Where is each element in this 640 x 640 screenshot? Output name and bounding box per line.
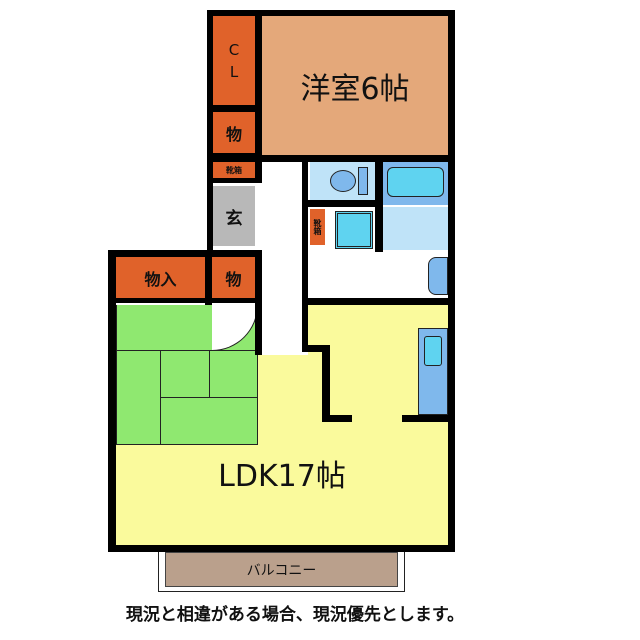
wall [108,250,262,257]
wall [302,345,330,352]
wall [322,345,330,422]
wall [448,10,455,552]
wall [205,250,212,305]
tatami-mat [116,350,161,445]
wall [255,10,262,182]
wall [322,415,352,422]
wall [402,415,448,422]
wall [207,10,455,16]
wall [302,160,308,350]
bathtub-icon [387,167,444,197]
wash-basin-icon [428,257,448,295]
tatami-mat [160,397,258,445]
wall [302,298,455,305]
hallway-floor [262,160,308,355]
wall [375,160,383,252]
toilet-tank-icon [358,167,368,195]
washing-machine-icon [335,211,373,249]
wall [207,10,213,256]
kitchen-counter [418,328,448,415]
wall [207,153,262,162]
entrance: 玄 [213,186,255,246]
caption: 現況と相違がある場合、現況優先とします。 [125,605,465,625]
tatami-mat [160,350,210,398]
wall [302,200,383,207]
wall [207,178,262,183]
wall [108,298,262,303]
wall [262,155,455,162]
toilet-icon [330,170,356,192]
balcony-label: バルコニー [165,552,398,587]
storage-top: 物 [213,112,255,153]
shoe-box-entrance: 靴箱 [213,162,255,178]
western-room: 洋室6帖 [262,16,448,155]
wall [108,545,455,552]
closet: C L [213,16,255,105]
shoe-box-wet: 靴箱 [310,209,325,245]
storage-lower: 物 [212,257,255,298]
ldk-room-label: LDK17帖 [218,459,346,494]
storage-in: 物入 [116,257,205,298]
tatami-mat [209,350,258,398]
wall [108,250,116,552]
washroom [383,207,448,250]
sink-icon [424,336,442,366]
wall [207,105,262,112]
